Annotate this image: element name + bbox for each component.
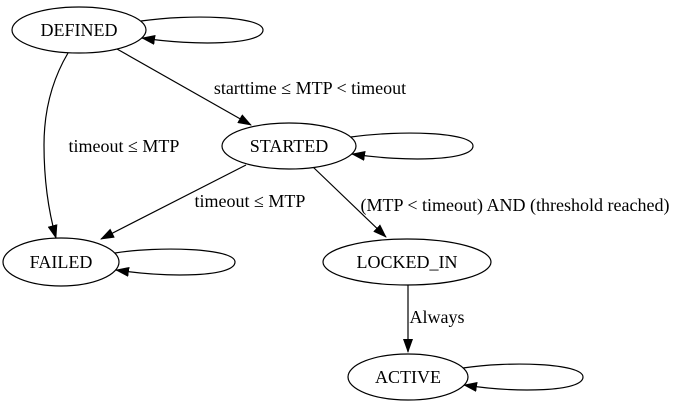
self-loop-defined (140, 16, 264, 45)
edge-started-to-lockedin (312, 166, 387, 238)
edge-defined-to-failed (43, 52, 69, 239)
edge-started-to-failed (100, 164, 247, 240)
node-defined: DEFINED (11, 6, 147, 54)
node-ellipse-active (347, 353, 469, 401)
self-loop-failed (114, 248, 236, 277)
node-label-started: STARTED (250, 136, 328, 156)
node-locked-in: LOCKED_IN (322, 238, 492, 286)
edge-label-started-to-lockedin: (MTP < timeout) AND (threshold reached) (361, 195, 670, 216)
node-label-active: ACTIVE (375, 367, 441, 387)
node-active: ACTIVE (347, 353, 469, 401)
node-ellipse-failed (2, 237, 120, 287)
node-label-failed: FAILED (30, 252, 93, 272)
edges: starttime ≤ MTP < timeout timeout ≤ MTP … (43, 16, 670, 392)
node-ellipse-locked-in (322, 238, 492, 286)
edge-label-defined-to-failed: timeout ≤ MTP (69, 136, 180, 156)
node-started: STARTED (221, 122, 357, 170)
node-ellipse-defined (11, 6, 147, 54)
node-failed: FAILED (2, 237, 120, 287)
self-loop-started (350, 132, 474, 161)
self-loop-active (462, 363, 584, 392)
node-label-locked-in: LOCKED_IN (357, 252, 458, 272)
edge-label-started-to-failed: timeout ≤ MTP (195, 191, 306, 211)
node-ellipse-started (221, 122, 357, 170)
edge-defined-to-started (116, 48, 252, 126)
node-label-defined: DEFINED (41, 20, 118, 40)
edge-label-lockedin-to-active: Always (410, 307, 465, 327)
edge-label-defined-to-started: starttime ≤ MTP < timeout (214, 78, 406, 98)
